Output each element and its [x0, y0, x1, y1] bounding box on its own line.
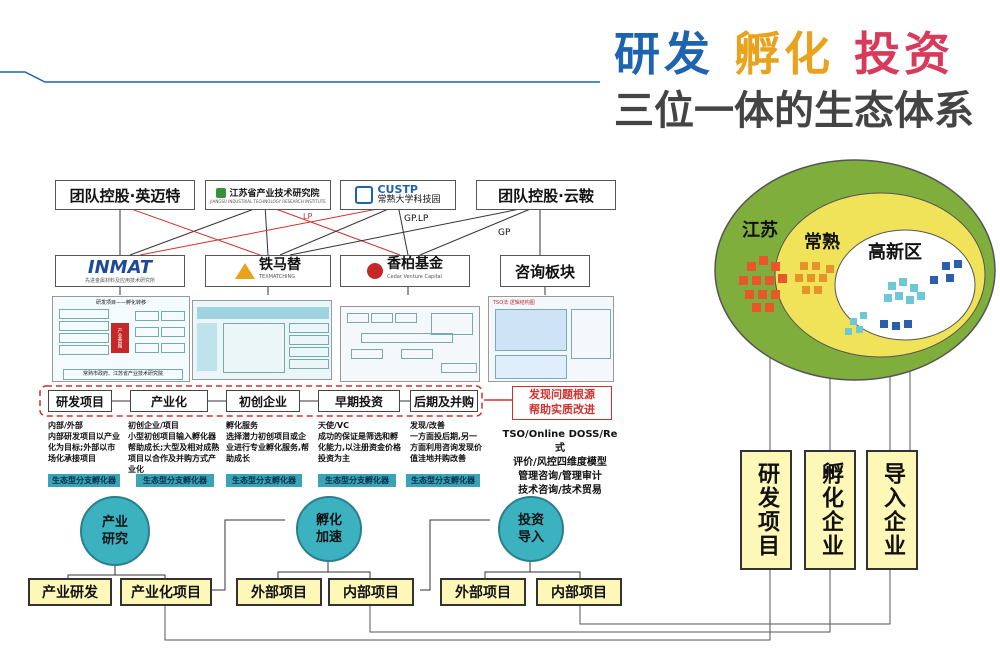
consult-desc-line-1: TSO/Online DOSS/Re式 — [502, 429, 618, 454]
incubator-label-1: 生态型分支孵化器 — [48, 474, 120, 487]
ellipse-label-jiangsu: 江苏 — [742, 220, 778, 241]
circle-incubation-accel: 孵化加速 — [296, 496, 362, 562]
page-title: 研发 孵化 投资 — [614, 18, 954, 84]
box-internal-project-2: 内部项目 — [536, 578, 622, 606]
consult-desc-line-3: 管理咨询/管理审计 — [518, 471, 602, 482]
xiangbai-subtitle: Cedar Venture Capital — [387, 274, 442, 280]
incubator-label-2: 生态型分支孵化器 — [136, 474, 214, 487]
desc-startup: 孵化服务 选择潜力初创项目或企业进行专业孵化服务,帮助成长 — [226, 420, 310, 464]
stage-early-investment: 早期投资 — [318, 390, 400, 412]
edge-label-lp: LP — [303, 212, 313, 221]
custp-name-cn: 常熟大学科技园 — [377, 195, 441, 205]
stage-industrialization: 产业化 — [130, 390, 208, 412]
vbox-research-project: 研发项目 — [740, 450, 792, 570]
circle-investment-import: 投资导入 — [498, 496, 564, 562]
circle-3-line-2: 导入 — [517, 530, 544, 545]
circle-1-line-2: 研究 — [101, 532, 128, 547]
desc-early-investment-title: 天使/VC — [318, 421, 349, 430]
tiema-name: 铁马替 — [259, 257, 301, 273]
vbox-imported-enterprise: 导入企业 — [866, 450, 918, 570]
circle-3-line-1: 投资 — [517, 513, 544, 528]
vbox-incubated-enterprise: 孵化企业 — [804, 450, 856, 570]
inmat-name: INMAT — [87, 256, 153, 278]
consult-desc-line-2: 评价/风控四维度模型 — [513, 457, 607, 468]
xiangbai-logo-box: 香柏基金 Cedar Venture Capital — [340, 255, 470, 287]
desc-early-investment: 天使/VC 成功的保证是筛选和孵化能力,以注册资金价格投资为主 — [318, 420, 402, 464]
problem-line-1: 发现问题根源 — [529, 388, 595, 401]
stage-late-ma: 后期及并购 — [410, 390, 478, 412]
desc-research-title: 内部/外部 — [48, 421, 83, 430]
tiema-logo-box: 铁马替 TEXMATCHING — [205, 255, 331, 287]
box-industry-rd: 产业研发 — [28, 578, 112, 606]
consult-description: TSO/Online DOSS/Re式 评价/风控四维度模型 管理咨询/管理审计… — [500, 428, 620, 498]
desc-industrialization-title: 初创企业/项目 — [128, 421, 179, 430]
edge-label-gplp: GP.LP — [404, 214, 429, 224]
desc-late-ma-title: 发现/改善 — [410, 421, 445, 430]
incubator-label-5: 生态型分支孵化器 — [406, 474, 480, 487]
holding-yunan-box: 团队控股·云鞍 — [476, 180, 616, 210]
research-thumb-center: 产业金属 — [111, 323, 129, 353]
edge-label-gp: GP — [498, 228, 511, 238]
research-thumb-footer: 常熟市政府、江苏省产业技术研究院 — [63, 369, 183, 380]
inmat-subtitle: 先进金属材料及应用技术研究所 — [84, 277, 155, 284]
inmat-logo-box: INMAT 先进金属材料及应用技术研究所 — [55, 255, 185, 287]
desc-industrialization-body: 小型初创项目输入孵化器帮助成长;大型及相对成熟项目以合作及并购方式产业化 — [128, 432, 220, 474]
circle-1-line-1: 产业 — [101, 515, 128, 530]
page-subtitle: 三位一体的生态体系 — [614, 88, 974, 134]
incubator-label-4: 生态型分支孵化器 — [318, 474, 396, 487]
desc-late-ma-body: 一方面投后期,另一方面利用咨询发现价值洼地并购改善 — [410, 432, 482, 463]
circle-2-line-2: 加速 — [315, 530, 342, 545]
title-word-invest: 投资 — [854, 27, 955, 81]
desc-early-investment-body: 成功的保证是筛选和孵化能力,以注册资金价格投资为主 — [318, 432, 402, 463]
xiangbai-icon — [367, 263, 383, 279]
incubation-thumbnail — [192, 300, 332, 380]
institute-name-en: JIANGSU INDUSTRIAL TECHNOLOGY RESEARCH I… — [210, 199, 326, 204]
incubator-label-3: 生态型分支孵化器 — [226, 474, 302, 487]
box-external-project-1: 外部项目 — [236, 578, 322, 606]
custp-icon — [355, 186, 374, 204]
box-internal-project-1: 内部项目 — [328, 578, 414, 606]
consult-box: 咨询板块 — [500, 255, 590, 287]
institute-icon — [216, 187, 227, 198]
research-thumb-title: 研发项目——孵化转移 — [95, 300, 146, 306]
custp-name: CUSTP — [377, 183, 418, 196]
consult-thumbnail: TSO法 逻辑结构图 — [488, 296, 614, 382]
tiema-subtitle: TEXMATCHING — [259, 274, 296, 280]
box-industrialization-project: 产业化项目 — [120, 578, 212, 606]
desc-startup-title: 孵化服务 — [226, 421, 258, 430]
consult-desc-line-4: 技术咨询/技术贸易 — [518, 485, 602, 496]
desc-research-body: 内部研发项目以产业化为目标;外部以市场化承接项目 — [48, 432, 120, 463]
box-external-project-2: 外部项目 — [440, 578, 526, 606]
tiema-icon — [235, 263, 255, 279]
research-thumbnail: 研发项目——孵化转移 产业金属 常熟市政府、江苏省产业技术研究院 — [52, 296, 190, 382]
xiangbai-name: 香柏基金 — [387, 256, 443, 272]
problem-line-2: 帮助实质改进 — [529, 403, 595, 416]
title-word-research: 研发 — [614, 27, 714, 81]
investment-thumbnail — [340, 306, 480, 382]
desc-late-ma: 发现/改善 一方面投后期,另一方面利用咨询发现价值洼地并购改善 — [410, 420, 482, 464]
consult-thumb-title: TSO法 逻辑结构图 — [493, 300, 535, 306]
problem-discovery-box: 发现问题根源 帮助实质改进 — [512, 386, 612, 420]
title-word-incubate: 孵化 — [734, 27, 835, 81]
institute-logo-box: 江苏省产业技术研究院 JIANGSU INDUSTRIAL TECHNOLOGY… — [205, 180, 331, 210]
desc-startup-body: 选择潜力初创项目或企业进行专业孵化服务,帮助成长 — [226, 432, 310, 463]
ellipse-label-hightech-zone: 高新区 — [868, 242, 922, 263]
desc-industrialization: 初创企业/项目 小型初创项目输入孵化器帮助成长;大型及相对成熟项目以合作及并购方… — [128, 420, 220, 475]
stage-startup: 初创企业 — [226, 390, 300, 412]
circle-2-line-1: 孵化 — [315, 513, 342, 528]
circle-industry-research: 产业研究 — [80, 496, 150, 566]
institute-name: 江苏省产业技术研究院 — [229, 189, 320, 199]
holding-yingmaite-box: 团队控股·英迈特 — [55, 180, 195, 210]
custp-logo-box: CUSTP 常熟大学科技园 — [340, 180, 456, 210]
desc-research: 内部/外部 内部研发项目以产业化为目标;外部以市场化承接项目 — [48, 420, 120, 464]
ellipse-label-changshu: 常熟 — [804, 232, 840, 253]
stage-research-project: 研发项目 — [48, 390, 112, 412]
